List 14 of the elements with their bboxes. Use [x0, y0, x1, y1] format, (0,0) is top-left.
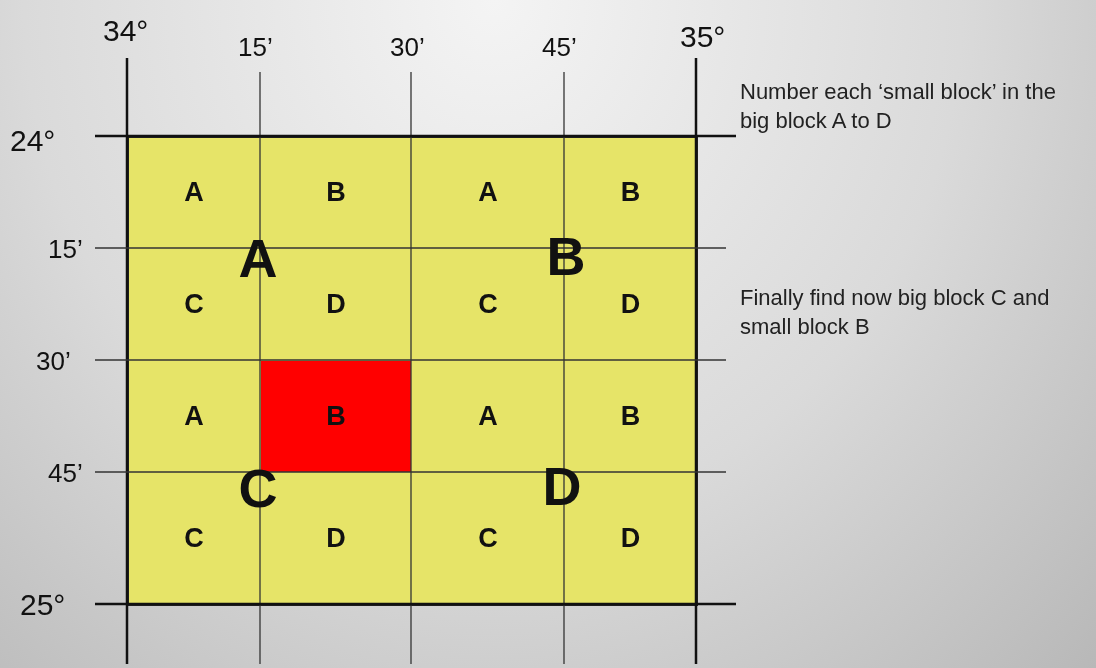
block-letter: D [542, 459, 582, 513]
map-area [126, 135, 698, 606]
coordinate-label: 24° [10, 126, 56, 156]
coordinate-label: 45’ [542, 34, 577, 60]
coordinate-label: 45’ [48, 460, 83, 486]
coordinate-label: 30’ [390, 34, 425, 60]
coordinate-label: 35° [680, 22, 726, 52]
coordinate-label: 25° [20, 590, 66, 620]
coordinate-label: 15’ [238, 34, 273, 60]
instruction-note: Finally find now big block C and small block B [740, 284, 1051, 341]
coordinate-label: 30’ [36, 348, 71, 374]
instruction-note: Number each ‘small block’ in the big block A to D [740, 78, 1057, 135]
coordinate-label: 34° [103, 16, 149, 46]
coordinate-label: 15’ [48, 236, 83, 262]
